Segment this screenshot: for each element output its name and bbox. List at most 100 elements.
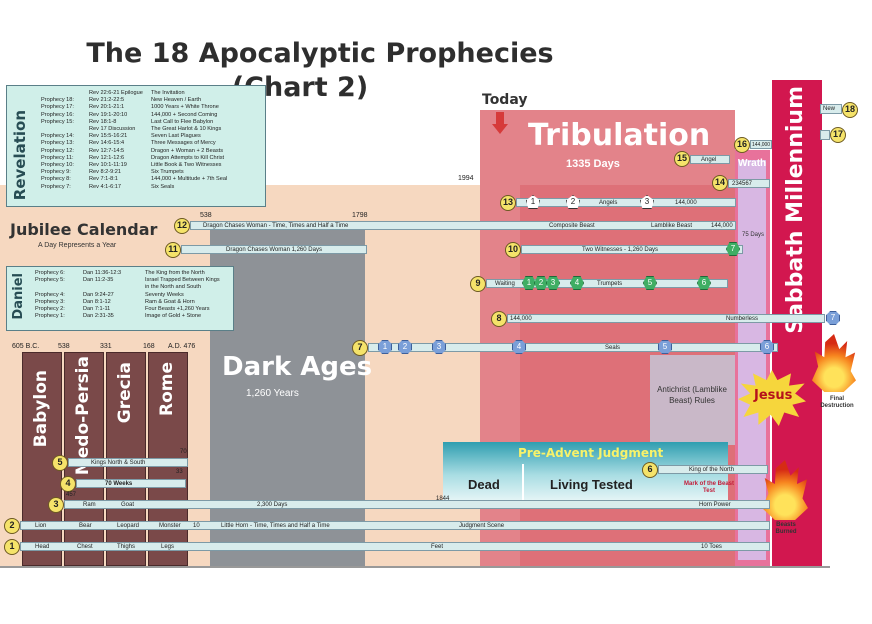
- panel-cell: Dan 8:1-12: [83, 298, 111, 305]
- panel-cell: Prophecy 7:: [41, 183, 71, 190]
- bar-16: 144,000: [750, 140, 772, 149]
- bar-2-ten: 10: [193, 523, 200, 529]
- today-arrow-icon: [496, 112, 504, 124]
- bar-2-bear: Bear: [79, 523, 92, 529]
- angel-2-icon: 2: [566, 195, 580, 209]
- bar-1-toes: 10 Toes: [701, 544, 722, 550]
- prophecy-15-icon: 15: [674, 151, 690, 167]
- bar-2-little-horn: Little Horn - Time, Times and Half a Tim…: [221, 523, 330, 529]
- prophecy-7-icon: 7: [352, 340, 368, 356]
- bar-2-judgment: Judgment Scene: [459, 523, 505, 529]
- prophecy-6-icon: 6: [642, 462, 658, 478]
- bar-5-label: Kings North & South: [91, 460, 146, 466]
- panel-cell: Dan 7:1-11: [83, 306, 111, 313]
- panel-cell: Rev 14:6-15:4: [89, 140, 125, 147]
- rome-label: Rome: [157, 362, 177, 417]
- bar-3-ram: Ram: [83, 502, 96, 508]
- panel-cell: Prophecy 15:: [41, 118, 74, 125]
- panel-cell: Prophecy 5:: [35, 277, 65, 284]
- panel-cell: Six Seals: [151, 183, 175, 190]
- bar-1-head: Head: [35, 544, 50, 550]
- bar-8-144000: 144,000: [510, 316, 532, 322]
- panel-cell: The Invitation: [151, 90, 185, 96]
- bar-9-trumpets: Trumpets: [597, 281, 623, 287]
- angel-1-icon: 1: [526, 195, 540, 209]
- bar-17: [820, 130, 830, 140]
- panel-cell: Israel Trapped Between Kings: [145, 277, 220, 284]
- panel-cell: Rev 17 Discussion: [89, 126, 136, 133]
- bar-14: 234567: [728, 179, 770, 188]
- angel-3-icon: 3: [640, 195, 654, 209]
- panel-cell: Rev 7:1-8:1: [89, 176, 118, 183]
- panel-row: in the North and South: [35, 284, 220, 291]
- seal-3-icon: 3: [432, 340, 446, 354]
- prophecy-13-icon: 13: [500, 195, 516, 211]
- panel-cell: Prophecy 17:: [41, 104, 74, 111]
- prophecy-8-icon: 8: [491, 311, 507, 327]
- bar-10: Two Witnesses - 1,260 Days: [521, 245, 743, 254]
- bar-8-numberless: Numberless: [726, 316, 759, 322]
- bar-4-label: 70 Weeks: [105, 481, 133, 487]
- panel-cell: Seventy Weeks: [145, 291, 184, 298]
- bar-1-feet: Feet: [431, 544, 444, 550]
- final-destruction-label: Final Destruction: [820, 396, 854, 409]
- year-70: 70: [180, 449, 187, 455]
- antichrist-label: Antichrist (Lamblike Beast) Rules: [657, 385, 727, 405]
- panel-cell: Dan 11:2-35: [83, 277, 114, 284]
- panel-cell: Three Messages of Mercy: [151, 140, 216, 147]
- panel-row: Prophecy 8: Rev 7:1-8:1 144,000 + Multitud…: [41, 176, 227, 183]
- prophecy-9-icon: 9: [470, 276, 486, 292]
- prophecy-12-icon: 12: [174, 218, 190, 234]
- revelation-label: Revelation: [11, 110, 29, 201]
- panel-cell: 144,000 + Second Coming: [151, 111, 218, 118]
- year-1994: 1994: [458, 175, 474, 182]
- trumpet-2-icon: 2: [534, 276, 548, 290]
- panel-cell: Dragon Attempts to Kill Christ: [151, 154, 225, 161]
- panel-cell: Last Call to Flee Babylon: [151, 118, 214, 125]
- trumpet-4-icon: 4: [570, 276, 584, 290]
- seal-6-icon: 6: [760, 340, 774, 354]
- seal-2-icon: 2: [398, 340, 412, 354]
- panel-cell: Dan 9:24-27: [83, 291, 114, 298]
- bar-1-thighs: Thighs: [117, 544, 136, 550]
- panel-cell: Dan 11:36-12:3: [83, 270, 122, 276]
- prophecy-16-icon: 16: [734, 137, 750, 153]
- seal-7-icon: 7: [826, 311, 840, 325]
- year-ad476: A.D. 476: [168, 343, 196, 350]
- babylon-label: Babylon: [31, 370, 51, 448]
- bar-12: Dragon Chases Woman - Time, Times and Ha…: [190, 221, 736, 230]
- panel-cell: Six Trumpets: [151, 169, 184, 176]
- daniel-label: Daniel: [11, 273, 26, 320]
- panel-cell: Prophecy 18:: [41, 97, 74, 104]
- bar-1-chest: Chest: [77, 544, 93, 550]
- bar-7-seals: Seals: [605, 345, 621, 351]
- bar-10-label: Two Witnesses - 1,260 Days: [582, 247, 659, 253]
- panel-cell: Rev 8:2-9:21: [89, 169, 122, 176]
- chart-title: The 18 Apocalyptic Prophecies: [86, 38, 554, 69]
- bar-12-label: Dragon Chases Woman - Time, Times and Ha…: [203, 223, 349, 229]
- panel-cell: Dan 2:31-35: [83, 313, 114, 320]
- panel-cell: Prophecy 8:: [41, 176, 71, 183]
- panel-cell: Rev 12:7-14:5: [89, 147, 125, 154]
- panel-cell: 144,000 + Multitude + 7th Seal: [151, 176, 228, 183]
- prophecy-18-icon: 18: [842, 102, 858, 118]
- prophecy-17-icon: 17: [830, 127, 846, 143]
- tribulation-subtitle: 1335 Days: [566, 158, 620, 170]
- millennium-label: Sabbath Millennium: [783, 86, 808, 334]
- prophecy-2-icon: 2: [4, 518, 20, 534]
- bar-4: 70 Weeks: [76, 479, 186, 488]
- prophecy-1-icon: 1: [4, 539, 20, 555]
- jubilee-title: Jubilee Calendar: [10, 220, 158, 239]
